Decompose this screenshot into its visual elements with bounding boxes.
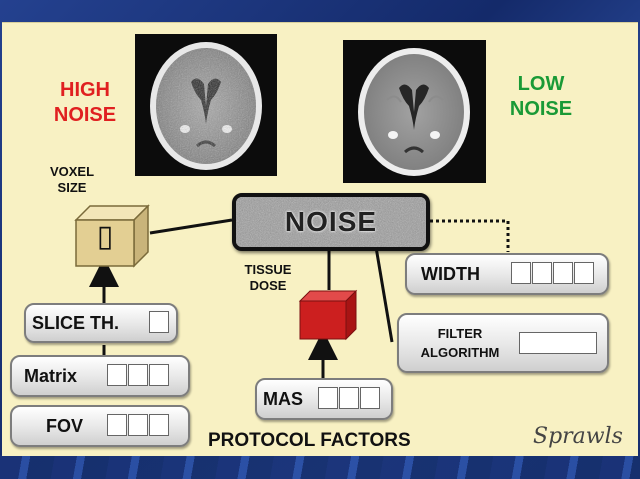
voxel-to-noise-line xyxy=(149,218,233,235)
fov-label: FOV xyxy=(46,416,84,436)
matrix-cells xyxy=(107,364,170,386)
low-noise-label: LOW NOISE xyxy=(509,73,573,120)
width-box: WIDTH xyxy=(405,253,609,295)
matrix-cell xyxy=(149,364,169,386)
filter-to-noise-line xyxy=(374,246,394,343)
voxel-size-label: VOXEL SIZE xyxy=(49,164,95,196)
tissue-dose-label: TISSUE DOSE xyxy=(244,262,292,294)
fov-cell xyxy=(128,414,148,436)
width-cell xyxy=(511,262,531,284)
voxel-glyph: ▯ xyxy=(96,220,114,253)
noise-texture xyxy=(236,197,426,247)
low-noise-ct-image xyxy=(343,40,486,183)
slice-thickness-cells xyxy=(149,311,170,333)
sprawls-signature: Sprawls xyxy=(533,424,623,449)
filter-algorithm-field xyxy=(519,332,597,354)
width-cells xyxy=(511,262,595,284)
mas-box: MAS xyxy=(255,378,393,420)
fov-cell xyxy=(149,414,169,436)
matrix-cell xyxy=(107,364,127,386)
width-label: WIDTH xyxy=(421,264,480,284)
fov-cells xyxy=(107,414,170,436)
fov-cell xyxy=(107,414,127,436)
slice-thickness-box: SLICE TH. xyxy=(24,303,178,343)
protocol-factors-title: PROTOCOL FACTORS xyxy=(208,430,411,451)
mas-cell xyxy=(360,387,380,409)
slice-cell xyxy=(149,311,169,333)
width-cell xyxy=(532,262,552,284)
mas-cell xyxy=(318,387,338,409)
fov-box: FOV xyxy=(10,405,190,447)
tissue-dose-cube xyxy=(298,289,358,341)
mas-cell xyxy=(339,387,359,409)
high-noise-ct-image xyxy=(135,34,277,176)
high-noise-label: HIGH NOISE xyxy=(53,79,117,126)
decorative-streaks xyxy=(0,455,640,479)
mas-cells xyxy=(318,387,381,409)
width-dotted-connector xyxy=(424,219,510,252)
filter-algorithm-box: FILTER ALGORITHM xyxy=(397,313,609,373)
noise-label: NOISE xyxy=(284,206,378,237)
matrix-label: Matrix xyxy=(24,366,78,386)
matrix-box: Matrix xyxy=(10,355,190,397)
voxel-cube xyxy=(74,204,150,268)
matrix-cell xyxy=(128,364,148,386)
mas-label: MAS xyxy=(263,389,303,409)
slice-thickness-label: SLICE TH. xyxy=(32,313,120,333)
filter-algorithm-label: FILTER ALGORITHM xyxy=(420,326,500,360)
width-cell xyxy=(574,262,594,284)
noise-box: NOISE xyxy=(232,193,430,251)
width-cell xyxy=(553,262,573,284)
